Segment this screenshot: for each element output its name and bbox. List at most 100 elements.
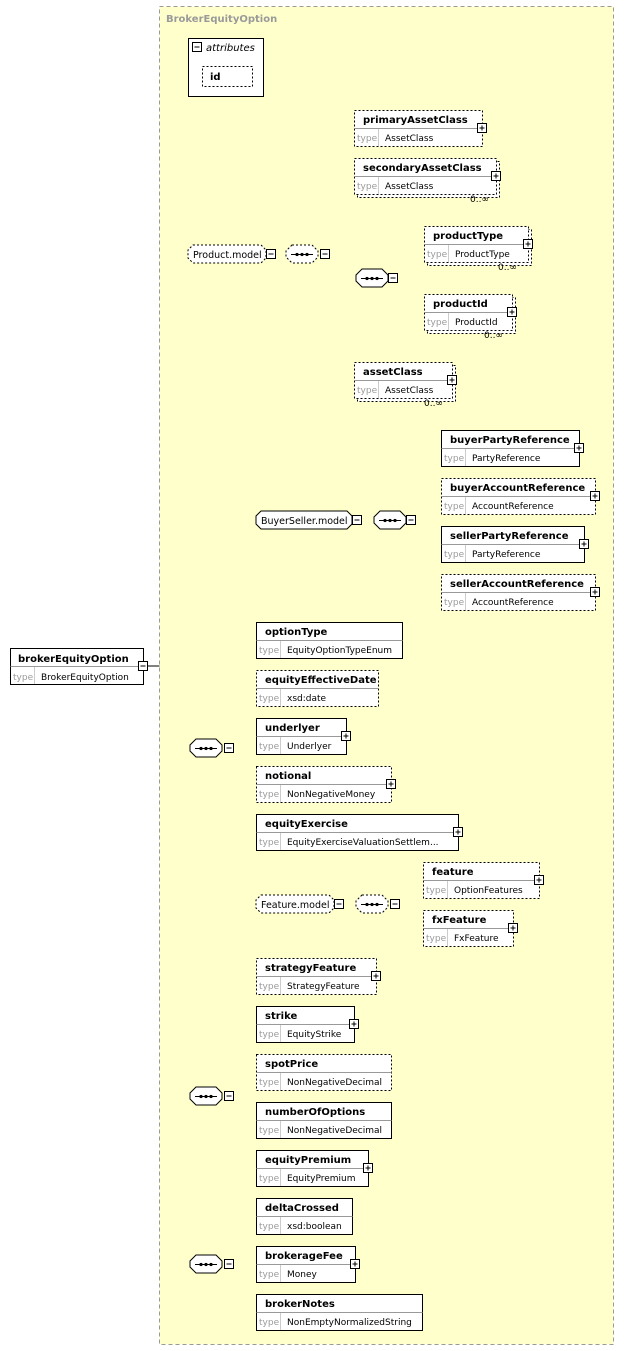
element-name: underlyer	[265, 723, 320, 734]
element-name: equityExercise	[265, 819, 348, 830]
element-name: productId	[433, 299, 488, 310]
expand-icon[interactable]	[363, 1163, 373, 1173]
expand-icon[interactable]	[350, 1259, 360, 1269]
element-type: NonNegativeMoney	[287, 790, 376, 800]
element-type: EquityExerciseValuationSettlem...	[287, 838, 439, 848]
expand-icon[interactable]	[534, 875, 544, 885]
group-name: Feature.model	[261, 900, 330, 911]
expand-icon[interactable]	[371, 971, 381, 981]
type-key-label: type	[13, 673, 34, 683]
sequence-icon	[373, 510, 407, 530]
element-type: Underlyer	[287, 742, 332, 752]
expand-icon[interactable]	[477, 123, 487, 133]
expand-icon[interactable]	[491, 171, 501, 181]
complex-type-title: BrokerEquityOption	[166, 14, 277, 25]
expand-icon[interactable]	[508, 923, 518, 933]
group-shape	[187, 244, 267, 264]
collapse-icon[interactable]	[352, 515, 362, 525]
element-type: AccountReference	[472, 598, 554, 608]
type-key-label: type	[444, 502, 465, 512]
collapse-icon[interactable]	[192, 42, 202, 52]
root-type: BrokerEquityOption	[41, 673, 129, 683]
group-product-model[interactable]: Product.model	[187, 244, 267, 264]
element-name: primaryAssetClass	[363, 115, 468, 126]
element-type: AssetClass	[385, 182, 434, 192]
type-key-label: type	[259, 1270, 280, 1280]
collapse-icon[interactable]	[138, 661, 148, 671]
element-name: strike	[265, 1011, 297, 1022]
occurrence-label: 0..∞	[470, 195, 489, 205]
element-name: fxFeature	[432, 915, 487, 926]
expand-icon[interactable]	[579, 539, 589, 549]
root-name: brokerEquityOption	[18, 654, 129, 665]
expand-icon[interactable]	[590, 587, 600, 597]
collapse-icon[interactable]	[406, 515, 416, 525]
sequence-icon	[355, 268, 389, 288]
type-key-label: type	[259, 1174, 280, 1184]
element-name: equityPremium	[265, 1155, 351, 1166]
type-key-label: type	[357, 182, 378, 192]
collapse-icon[interactable]	[390, 899, 400, 909]
sequence-icon	[189, 1254, 223, 1274]
element-type: EquityOptionTypeEnum	[287, 646, 392, 656]
expand-icon[interactable]	[341, 731, 351, 741]
element-type: NonNegativeDecimal	[287, 1126, 382, 1136]
collapse-icon[interactable]	[388, 273, 398, 283]
sequence-icon	[355, 894, 389, 914]
type-key-label: type	[259, 1318, 280, 1328]
collapse-icon[interactable]	[266, 249, 276, 259]
collapse-icon[interactable]	[224, 1259, 234, 1269]
expand-icon[interactable]	[507, 307, 517, 317]
group-feature-model[interactable]: Feature.model	[255, 894, 335, 914]
type-key-label: type	[259, 1126, 280, 1136]
root-element[interactable]: brokerEquityOption type BrokerEquityOption	[10, 648, 144, 685]
element-secondaryAssetClass[interactable]: secondaryAssetClass type AssetClass 0..∞	[354, 158, 500, 206]
expand-icon[interactable]	[447, 375, 457, 385]
collapse-icon[interactable]	[320, 249, 330, 259]
expand-icon[interactable]	[386, 779, 396, 789]
attribute-box	[202, 66, 253, 87]
expand-icon[interactable]	[349, 1019, 359, 1029]
element-type: StrategyFeature	[287, 982, 360, 992]
element-type: xsd:boolean	[287, 1222, 342, 1232]
element-type: PartyReference	[472, 454, 541, 464]
collapse-icon[interactable]	[334, 899, 344, 909]
element-name: notional	[265, 771, 311, 782]
collapse-icon[interactable]	[224, 743, 234, 753]
sequence-icon	[285, 244, 319, 264]
element-type: AssetClass	[385, 386, 434, 396]
expand-icon[interactable]	[590, 491, 600, 501]
type-key-label: type	[259, 646, 280, 656]
element-name: secondaryAssetClass	[363, 163, 482, 174]
expand-icon[interactable]	[523, 239, 533, 249]
group-buyerseller-model[interactable]: BuyerSeller.model	[255, 510, 353, 530]
type-key-label: type	[259, 694, 280, 704]
element-name: feature	[432, 867, 474, 878]
collapse-icon[interactable]	[224, 1091, 234, 1101]
expand-icon[interactable]	[453, 827, 463, 837]
element-type: xsd:date	[287, 694, 327, 704]
expand-icon[interactable]	[574, 443, 584, 453]
